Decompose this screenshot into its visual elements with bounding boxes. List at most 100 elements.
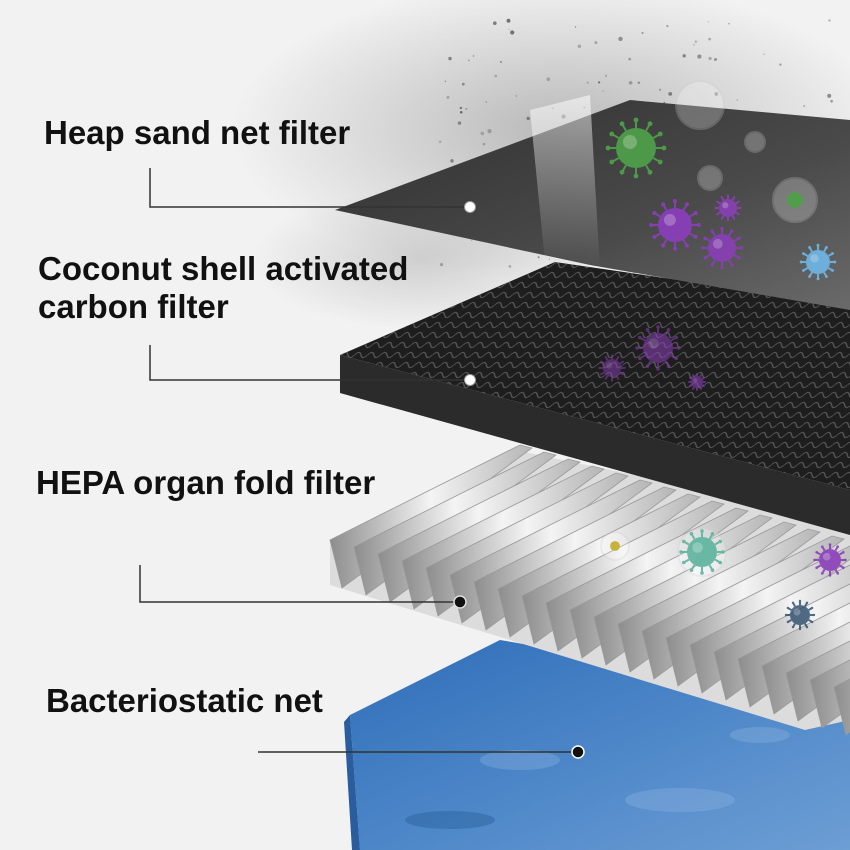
particle-icon <box>628 80 633 85</box>
bubble-icon <box>675 80 725 130</box>
particle-icon <box>628 57 632 61</box>
marker-dot-carbon <box>464 374 476 386</box>
particle-icon <box>693 44 695 46</box>
virus-icon <box>799 243 837 281</box>
particle-icon <box>470 239 473 242</box>
particle-icon <box>658 88 662 91</box>
particle-icon <box>444 80 447 83</box>
particle-icon <box>438 140 442 144</box>
bubble-icon <box>677 527 727 577</box>
particle-icon <box>682 54 686 58</box>
label-carbon-filter: Coconut shell activated carbon filter <box>38 250 409 325</box>
particle-icon <box>508 265 512 268</box>
hepa-pleats <box>329 444 850 736</box>
bacteriostatic-texture <box>405 727 790 829</box>
particle-icon <box>668 92 673 96</box>
particle-icon <box>487 128 492 134</box>
particle-icon <box>827 93 832 98</box>
virus-icon <box>784 599 816 631</box>
particle-icon <box>803 105 806 108</box>
marker-dot-bacteriostatic <box>571 745 585 759</box>
particle-icon <box>526 116 530 121</box>
particle-icon <box>459 106 463 110</box>
particle-icon <box>482 142 486 146</box>
particle-icon <box>494 74 498 78</box>
particle-icon <box>450 159 454 163</box>
particle-icon <box>446 95 450 99</box>
virus-icon <box>598 354 626 382</box>
particle-icon <box>485 101 487 103</box>
particle-icon <box>602 90 604 92</box>
particle-icon <box>828 19 831 22</box>
particle-icon <box>448 56 452 61</box>
particle-icon <box>586 81 589 84</box>
virus-icon <box>813 543 847 577</box>
particle-icon <box>510 30 515 35</box>
particle-icon <box>515 95 518 97</box>
particle-icon <box>714 58 717 61</box>
marker-dot-sand-net <box>464 201 476 213</box>
virus-icon <box>700 226 744 270</box>
virus-icon <box>714 194 742 222</box>
particle-icon <box>506 18 511 23</box>
particle-icon <box>763 53 765 56</box>
label-hepa-filter: HEPA organ fold filter <box>36 464 376 501</box>
light-beam <box>530 95 600 270</box>
particle-icon <box>439 263 444 267</box>
carbon-filter-side <box>340 355 850 535</box>
virus-icon <box>679 529 725 575</box>
particle-icon <box>574 26 577 28</box>
particle-icon <box>457 121 462 125</box>
particle-icon <box>459 110 463 114</box>
particle-icon <box>666 24 669 28</box>
particle-icon <box>546 77 551 81</box>
bubble-icon <box>744 131 766 153</box>
particle-icon <box>707 21 709 23</box>
leader-line-hepa <box>139 565 460 603</box>
virus-icon <box>635 325 681 371</box>
virus-icon <box>605 117 667 179</box>
label-sand-net-filter: Heap sand net filter <box>44 114 351 151</box>
particle-icon <box>598 81 601 84</box>
leader-lines <box>139 168 578 753</box>
particle-icon <box>537 256 540 259</box>
carbon-filter-mesh <box>340 262 850 490</box>
particle-icon <box>736 99 738 101</box>
particle-icon <box>618 36 623 42</box>
particle-icon <box>728 22 730 25</box>
particle-icon <box>663 101 666 104</box>
particle-icon <box>461 82 465 86</box>
particle-icon <box>694 40 698 43</box>
microbes <box>598 80 847 631</box>
particle-icon <box>577 44 582 48</box>
particle-icon <box>697 54 702 59</box>
particle-icon <box>708 56 712 61</box>
virus-icon <box>687 372 707 392</box>
bubble-icon <box>697 165 723 191</box>
bacteriostatic-net-edge <box>344 715 360 850</box>
particle-icon <box>641 31 644 35</box>
particle-icon <box>708 37 711 41</box>
particle-icon <box>480 131 485 136</box>
particle-icon <box>594 41 598 45</box>
particle-icon <box>714 92 719 96</box>
marker-dot-hepa <box>453 595 467 609</box>
particle-icon <box>604 74 608 78</box>
label-bacteriostatic-net: Bacteriostatic net <box>46 682 323 719</box>
particle-icon <box>779 63 782 66</box>
particle-icon <box>637 81 641 84</box>
leader-line-sand-net <box>149 168 470 208</box>
bubble-icon <box>600 531 630 561</box>
particle-icon <box>468 59 470 62</box>
virus-icon <box>649 199 701 251</box>
particle-icon <box>493 21 497 25</box>
particle-icon <box>499 60 502 63</box>
bubble-icon <box>772 177 818 223</box>
particle-icon <box>830 99 833 103</box>
particle-icon <box>465 107 468 110</box>
particle-icon <box>508 28 510 31</box>
particle-icon <box>472 55 475 57</box>
leader-line-carbon <box>149 345 470 381</box>
layer-markers <box>453 201 585 759</box>
